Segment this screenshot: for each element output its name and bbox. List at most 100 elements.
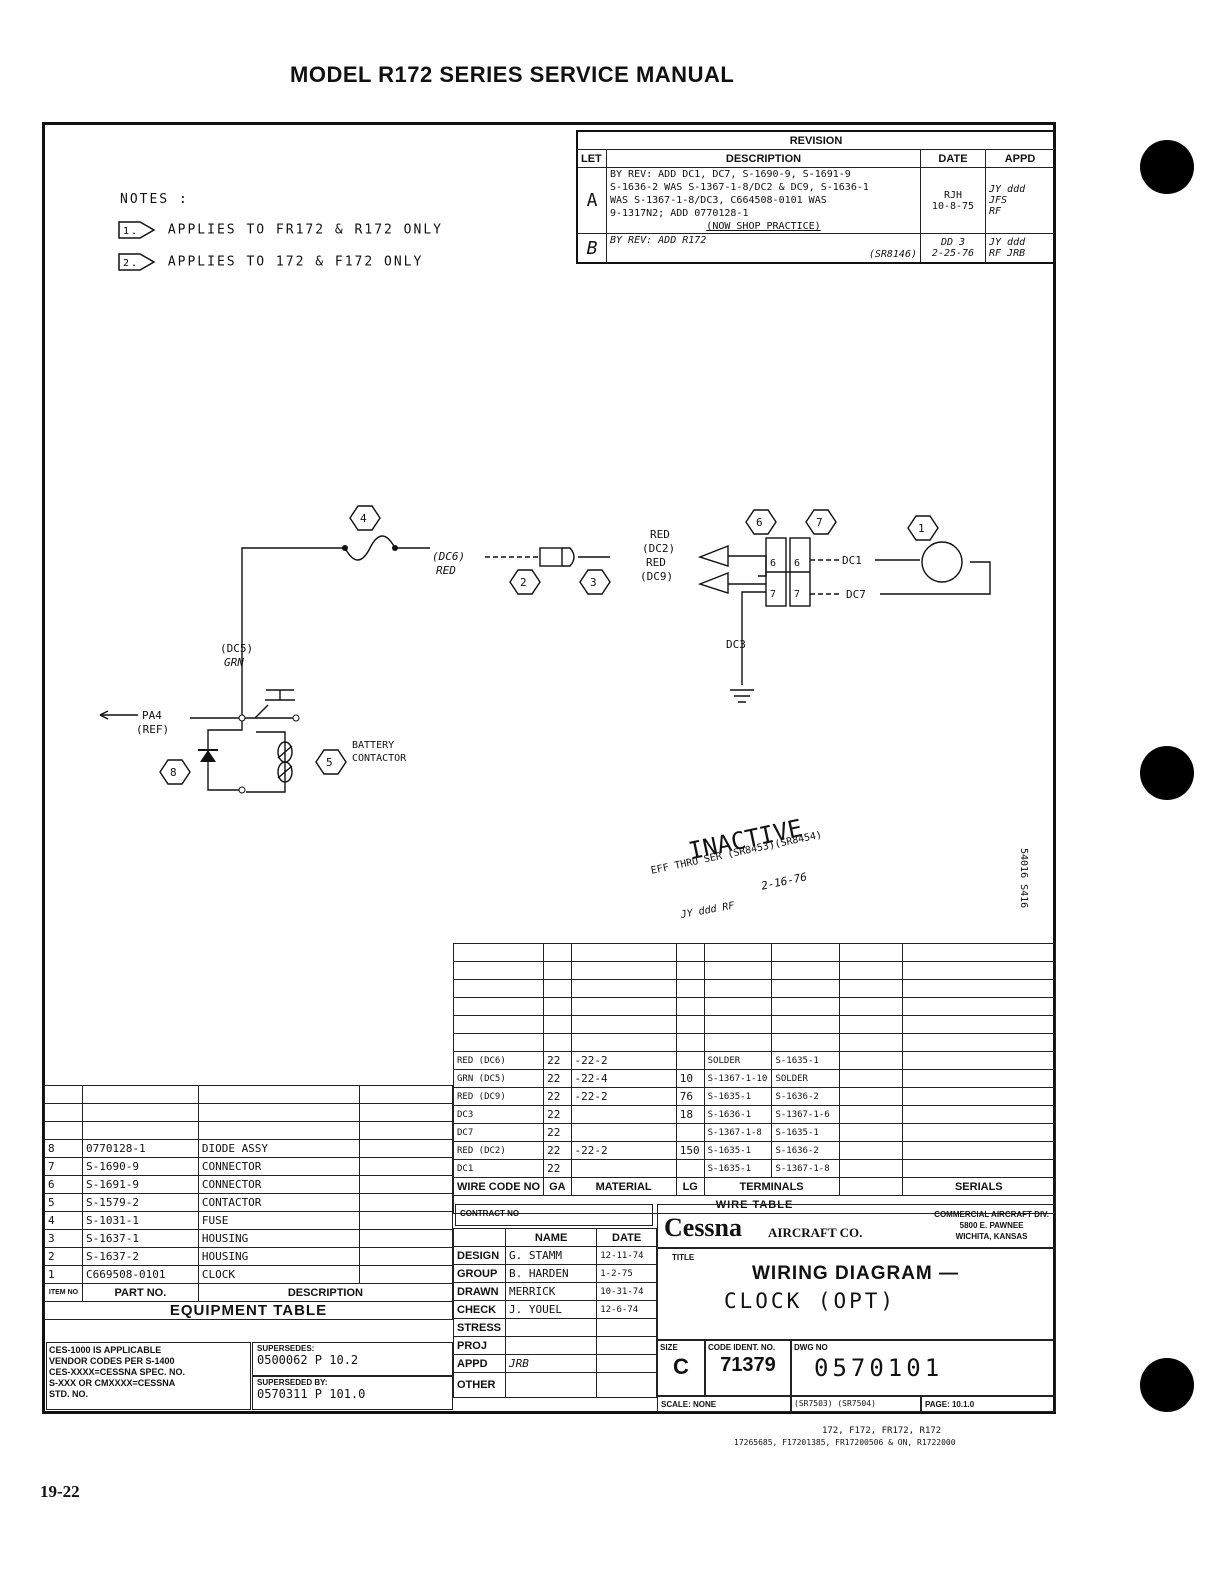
rev-date: 10-8-75 [931,200,975,212]
wire-label: DC3 [726,638,746,651]
item-number: 2 [520,576,527,589]
rev-letter: A [576,167,607,234]
note-2: 2. APPLIES TO 172 & F172 ONLY [118,252,423,272]
rev-desc-line: BY REV: ADD DC1, DC7, S-1690-9, S-1691-9 [610,169,851,180]
table-row: STRESS [453,1318,657,1337]
rev-appd: RF JRB [989,248,1026,259]
equipment-table-title: EQUIPMENT TABLE [44,1301,453,1320]
rev-desc-line: S-1636-2 WAS S-1367-1-8/DC2 & DC9, S-163… [610,182,869,193]
rev-header: APPD [985,149,1056,168]
company-block: Cessna AIRCRAFT CO. COMMERCIAL AIRCRAFT … [657,1204,1056,1248]
wire-label: (DC5) [220,642,253,655]
item-bubble-1 [907,515,939,541]
item-bubble-3 [579,569,611,595]
wire-label: (DC2) [642,542,675,555]
binder-hole [1140,1358,1194,1412]
wire-dc5 [241,547,345,715]
ground-icon [730,689,754,703]
clock-symbol [921,541,963,583]
item-number: 8 [170,766,177,779]
wiring-diagram: 4 2 3 6 7 1 5 8 (DC6) RED RED (DC2) RED … [99,505,991,794]
item-bubble-8 [159,759,191,785]
rev-date: DD 3 [940,237,966,248]
contract-no: CONTRACT NO [455,1204,653,1226]
item-bubble-6 [745,509,777,535]
housing-item-3 [562,547,575,567]
pin-number: 7 [770,589,776,600]
note-2-text: APPLIES TO 172 & F172 ONLY [167,254,424,270]
wire-label: DC1 [842,554,862,567]
item-number: 4 [360,512,367,525]
sr-refs: (SR7503) (SR7504) [791,1396,921,1412]
rev-header: DESCRIPTION [606,149,921,168]
diode-icon [200,750,216,762]
serial-list: 17265685, F17201385, FR17200506 & ON, R1… [734,1438,956,1447]
model-list: 172, F172, FR172, R172 [822,1426,942,1436]
item-number: 1 [918,522,925,535]
table-row: PROJ [453,1336,657,1355]
wire-label: (DC6) [432,550,465,563]
supersedes-box: SUPERSEDES: 0500062 P 10.2 [252,1342,453,1376]
scale: SCALE: NONE [657,1396,791,1412]
wire-label: RED [650,528,670,541]
wire-label: GRN [224,656,244,669]
drawing-sheet [42,122,1056,1414]
component-label: BATTERY [352,740,394,751]
wire-label: (DC9) [640,570,673,583]
item-number: 5 [326,756,333,769]
rev-header: DATE [920,149,986,168]
page-title: MODEL R172 SERIES SERVICE MANUAL [290,62,735,87]
wire-label: RED [436,564,456,577]
wire-terminal-dc9 [697,571,729,594]
rev-appd: JFS [989,195,1008,206]
revision-table: REVISION LET DESCRIPTION DATE APPD A BY … [576,130,1056,264]
item-number: 3 [590,576,597,589]
note-1: 1. APPLIES TO FR172 & R172 ONLY [118,220,443,240]
title-box: TITLE WIRING DIAGRAM — CLOCK (OPT) [657,1248,1056,1340]
size-box: SIZE C [657,1340,705,1396]
item-number: 7 [816,516,823,529]
pin-number: 6 [794,558,800,569]
code-ident-box: CODE IDENT. NO. 71379 [705,1340,791,1396]
rev-desc-line: BY REV: ADD R172 [610,235,707,246]
wire-terminal-dc2 [697,544,729,567]
rev-header: LET [576,149,607,168]
wire-dc3 [741,591,766,685]
drawing-subtitle: CLOCK (OPT) [724,1289,897,1313]
note-flag-icon: 1. [118,221,156,239]
rev-appd: JY ddd [989,237,1026,248]
page-number: 19-22 [40,1482,80,1501]
rev-appd: JY ddd [989,184,1026,195]
item-number: 6 [756,516,763,529]
rev-date: RJH [943,189,963,201]
notes-heading: NOTES : [120,192,189,207]
superseded-box: SUPERSEDED BY: 0570311 P 101.0 [252,1376,453,1410]
wire-label: RED [646,556,666,569]
item-bubble-2 [509,569,541,595]
pin-number: 7 [794,589,800,600]
company-name: AIRCRAFT CO. [768,1225,863,1240]
revision-title: REVISION [576,130,1056,150]
page-ref: PAGE: 10.1.0 [921,1396,1056,1412]
wire-label: DC7 [846,588,866,601]
drawing-title: WIRING DIAGRAM — [752,1263,960,1284]
contactor-switch [265,689,295,701]
